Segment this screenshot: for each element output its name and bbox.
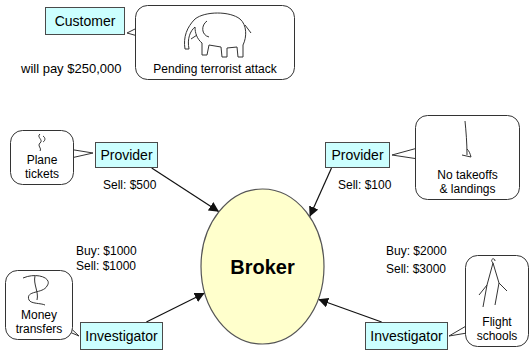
payment-note: will pay $250,000 xyxy=(20,62,122,76)
sketch-drawing xyxy=(479,259,507,307)
bubble-shape xyxy=(136,6,295,80)
price-label: Sell: $100 xyxy=(337,178,392,192)
bubble-shape xyxy=(6,271,73,340)
bubble-shape xyxy=(416,116,520,200)
callout-text: Plane tickets xyxy=(15,153,69,181)
callout-text: Money transfers xyxy=(10,308,68,336)
bubble-shape xyxy=(11,131,74,185)
price-label: Buy: $1000 xyxy=(75,244,138,258)
price-label: Sell: $3000 xyxy=(385,262,447,276)
callout-text: Flight schools xyxy=(470,315,524,343)
sketch-drawing xyxy=(39,134,45,151)
actor-box: Provider xyxy=(325,142,390,168)
callout-bubble: Plane tickets xyxy=(10,130,74,185)
callout-bubble: No takeoffs & landings xyxy=(415,115,520,200)
sketch-drawing xyxy=(462,121,471,157)
sketch-drawing xyxy=(23,276,48,305)
callout-text: No takeoffs & landings xyxy=(434,168,502,196)
bubble-shape xyxy=(466,256,529,347)
flow-arrow xyxy=(152,168,219,212)
callout-text: Pending terrorist attack xyxy=(153,62,276,76)
actor-box: Provider xyxy=(95,142,158,168)
node-title: Provider xyxy=(100,147,152,164)
broker-ellipse: Broker xyxy=(200,188,325,345)
callout-bubble: Flight schools xyxy=(465,255,529,347)
node-title: Broker xyxy=(230,255,294,279)
callout-bubble: Pending terrorist attack xyxy=(135,5,295,80)
flow-arrow xyxy=(310,168,332,217)
node-title: Investigator xyxy=(370,328,442,345)
flow-arrow xyxy=(318,299,381,322)
callout-bubble: Money transfers xyxy=(5,270,73,340)
actor-box: Customer xyxy=(45,7,125,35)
actor-box: Investigator xyxy=(80,322,163,350)
price-label: Buy: $2000 xyxy=(385,244,448,258)
sketch-drawing xyxy=(184,13,251,57)
node-title: Customer xyxy=(55,13,116,30)
price-label: Sell: $500 xyxy=(102,178,157,192)
price-label: Sell: $1000 xyxy=(75,259,137,273)
flow-arrow xyxy=(146,293,204,322)
node-title: Provider xyxy=(331,147,383,164)
node-title: Investigator xyxy=(85,328,157,345)
actor-box: Investigator xyxy=(365,322,448,350)
broker-ellipse-shape xyxy=(201,189,324,344)
